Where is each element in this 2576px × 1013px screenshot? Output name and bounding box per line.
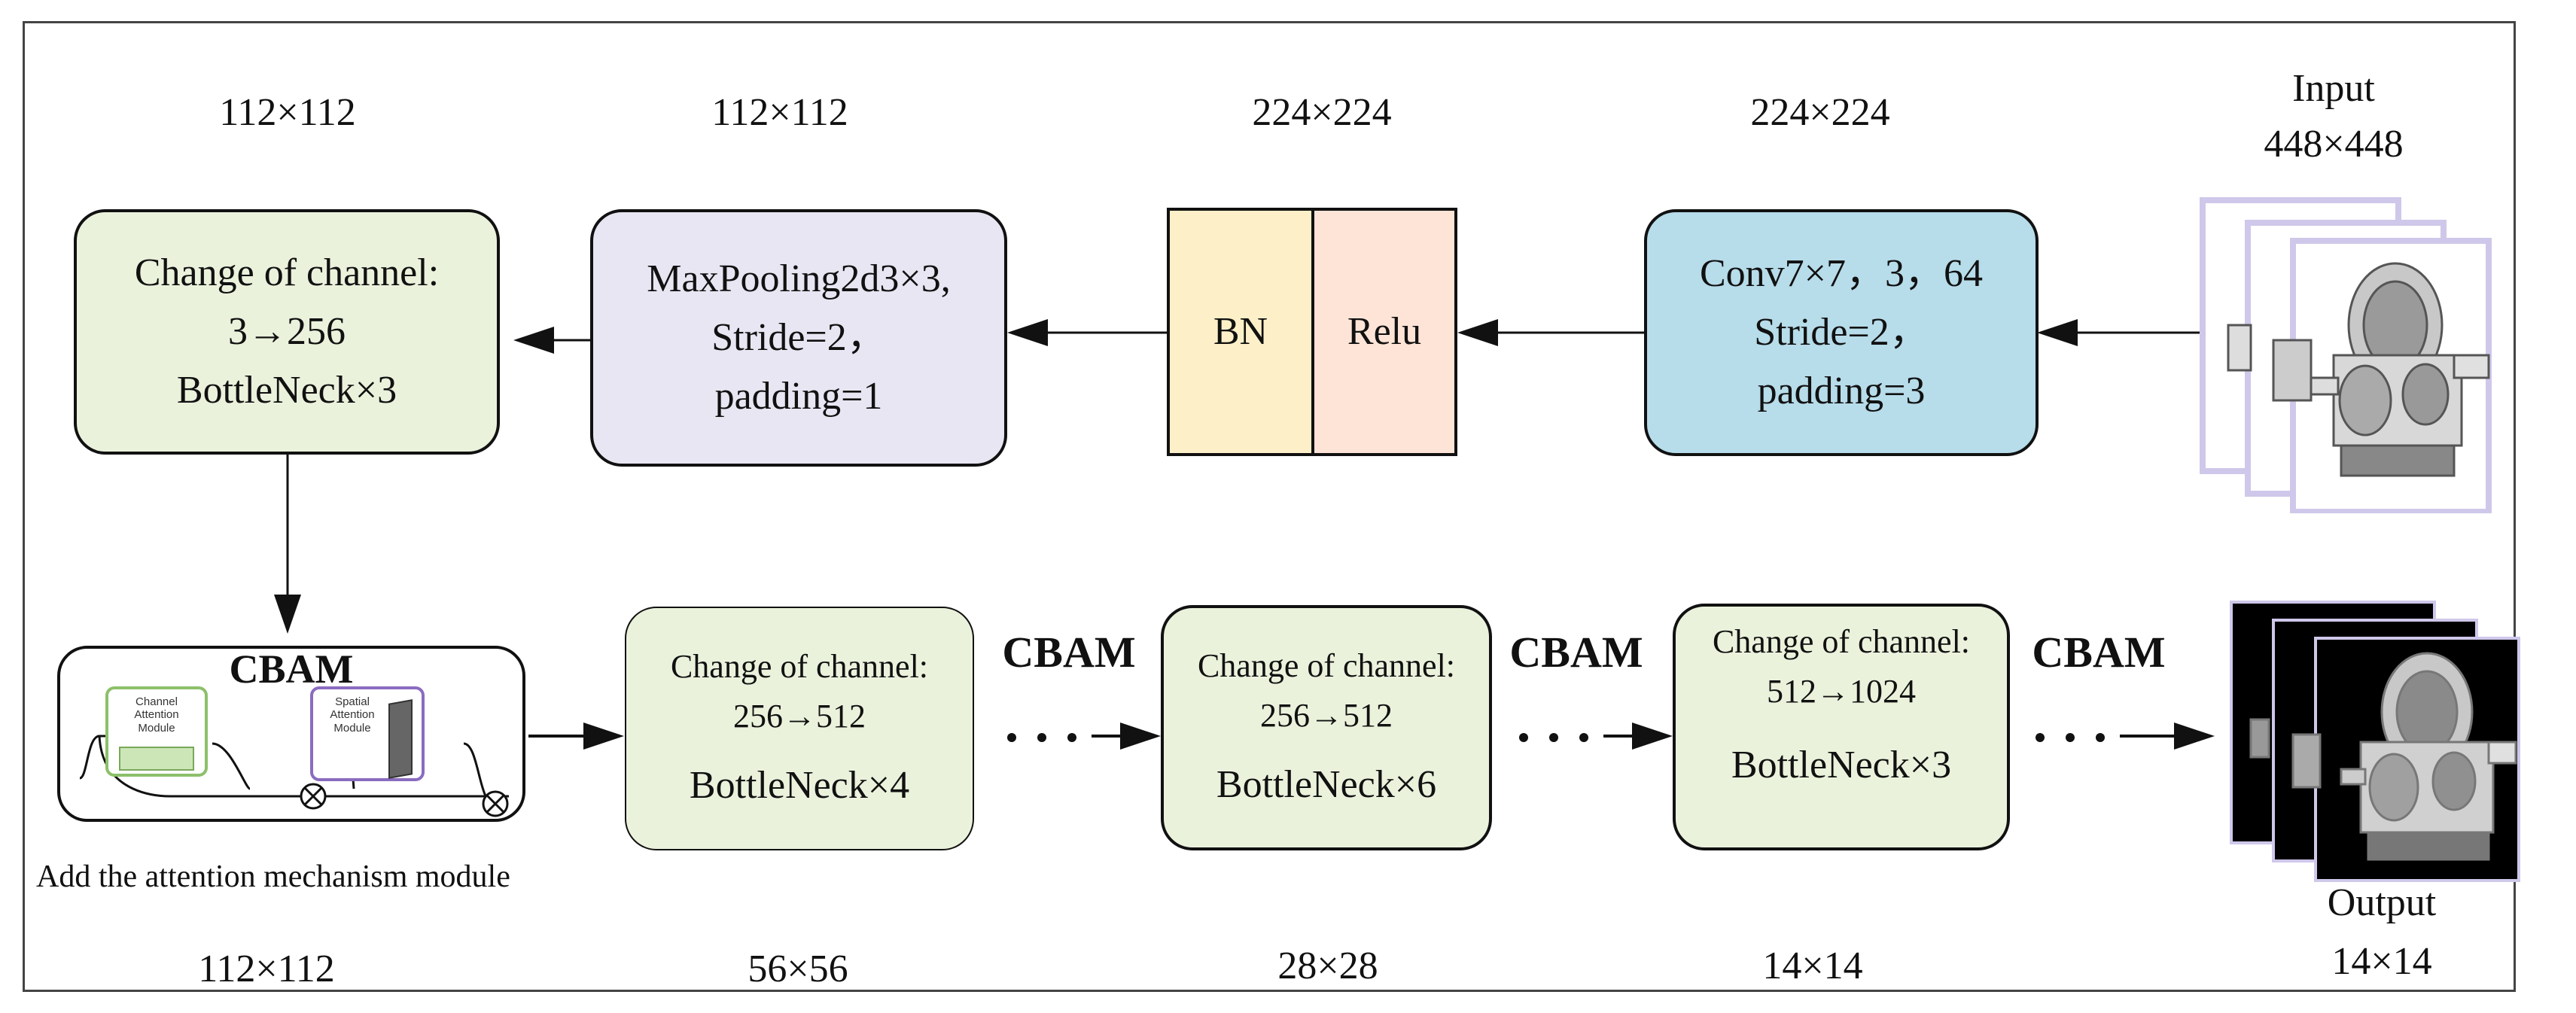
stage2-line2: 256→512 <box>1260 697 1393 734</box>
gearbox-icon <box>2200 197 2492 513</box>
stage2-line1: Change of channel: <box>1197 647 1456 684</box>
dot <box>1519 733 1528 742</box>
conv-size: 224×224 <box>1750 91 1890 134</box>
stage1-block: Change of channel: 256→512 BottleNeck×4 <box>625 607 974 850</box>
stage2-block: Change of channel: 256→512 BottleNeck×6 <box>1161 605 1492 850</box>
maxpool-line1: MaxPooling2d3×3, <box>647 257 951 300</box>
stage3-line3: BottleNeck×3 <box>1731 744 1952 786</box>
input-image-stack <box>2198 197 2514 513</box>
maxpool-size: 112×112 <box>711 91 848 134</box>
diagram-frame <box>23 21 2516 992</box>
input-label: Input <box>2292 67 2375 110</box>
channel-line1: Change of channel: <box>134 251 440 294</box>
stage1-size: 56×56 <box>748 948 848 990</box>
gearbox-icon <box>2230 601 2520 882</box>
conv-line1: Conv7×7，3，64 <box>1699 252 1983 295</box>
spatial-attention-plane <box>388 699 413 779</box>
dot <box>2036 733 2045 742</box>
stage3-cbam-label: CBAM <box>2032 628 2166 677</box>
stage2-cbam-label: CBAM <box>1509 628 1643 677</box>
channel-block: Change of channel: 3→256 BottleNeck×3 <box>74 209 500 455</box>
dot <box>1579 733 1588 742</box>
cbam-module: CBAM Channel Attention Module Spatia <box>57 646 525 822</box>
cbam-size: 112×112 <box>198 948 335 990</box>
relu-block: Relu <box>1311 208 1457 456</box>
stage3-line2: 512→1024 <box>1767 673 1916 710</box>
conv-line2: Stride=2， <box>1754 311 1929 354</box>
stage3-line1: Change of channel: <box>1712 623 1971 660</box>
output-image-stack <box>2228 599 2537 885</box>
dot <box>1037 733 1046 742</box>
stage1-cbam-label: CBAM <box>1002 628 1136 677</box>
stage2-size: 28×28 <box>1277 945 1378 987</box>
relu-label: Relu <box>1347 310 1422 353</box>
dot <box>1067 733 1076 742</box>
bn-block: BN <box>1167 208 1314 456</box>
output-size: 14×14 <box>2331 940 2432 983</box>
dot <box>2096 733 2105 742</box>
bn-label: BN <box>1213 310 1268 353</box>
maxpool-line3: padding=1 <box>714 375 883 418</box>
channel-line3: BottleNeck×3 <box>176 369 397 412</box>
stage2-line3: BottleNeck×6 <box>1216 763 1437 806</box>
maxpool-block: MaxPooling2d3×3, Stride=2， padding=1 <box>590 209 1007 467</box>
channel-size: 112×112 <box>219 91 356 134</box>
dot <box>1549 733 1558 742</box>
cbam-caption: Add the attention mechanism module <box>36 859 510 894</box>
conv-line3: padding=3 <box>1757 370 1926 412</box>
channel-line2: 3→256 <box>228 310 346 353</box>
output-label: Output <box>2327 881 2437 924</box>
dot <box>1007 733 1016 742</box>
stage3-size: 14×14 <box>1762 945 1863 987</box>
dot <box>2066 733 2075 742</box>
stage1-line1: Change of channel: <box>670 648 929 685</box>
channel-attention-bar <box>119 747 194 771</box>
maxpool-line2: Stride=2， <box>711 316 886 359</box>
cbam-title: CBAM <box>229 646 354 692</box>
conv-block: Conv7×7，3，64 Stride=2， padding=3 <box>1644 209 2039 456</box>
input-size: 448×448 <box>2264 123 2404 166</box>
stage3-block: Change of channel: 512→1024 BottleNeck×3 <box>1673 604 2010 850</box>
bnrelu-size: 224×224 <box>1252 91 1392 134</box>
stage1-line2: 256→512 <box>733 698 866 735</box>
stage1-line3: BottleNeck×4 <box>689 764 910 807</box>
